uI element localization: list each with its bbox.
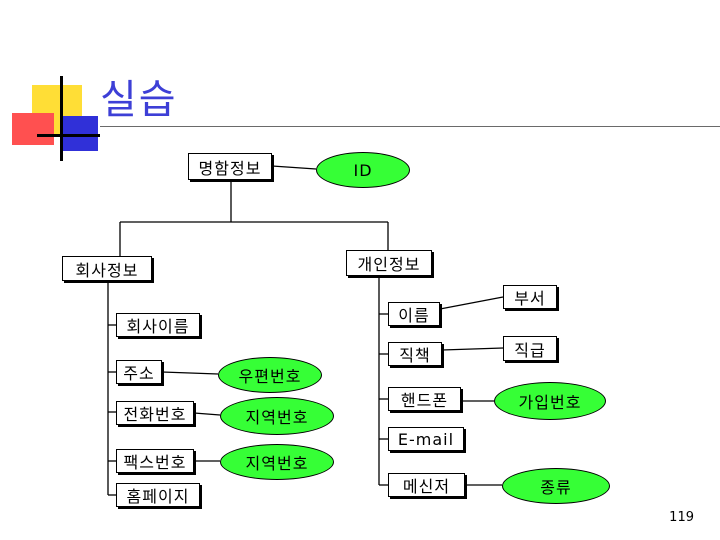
node-rank: 직급: [503, 336, 557, 361]
node-company-name: 회사이름: [116, 313, 200, 337]
node-email: E-mail: [388, 427, 464, 451]
slide-title: 실습: [100, 77, 178, 123]
decor-horizontal-line: [37, 134, 100, 137]
node-card-info: 명함정보: [188, 153, 272, 180]
node-department: 부서: [503, 285, 557, 309]
connector-position-rank: [441, 347, 504, 351]
connector-name-department: [439, 296, 504, 310]
node-position: 직책: [388, 342, 442, 366]
node-company-info: 회사정보: [62, 256, 152, 281]
title-underline: [100, 126, 720, 127]
decor-square-red: [12, 113, 54, 145]
node-id: ID: [316, 152, 410, 188]
node-fax-area-code: 지역번호: [220, 444, 334, 480]
node-phone: 전화번호: [116, 401, 194, 425]
node-messenger: 메신저: [388, 473, 465, 497]
node-personal-info: 개인정보: [346, 250, 432, 276]
decor-square-blue: [63, 116, 98, 151]
decor-vertical-line: [60, 76, 63, 161]
node-carrier-code: 가입번호: [494, 382, 606, 420]
node-mobile: 핸드폰: [388, 387, 461, 411]
connector-address-postal: [161, 371, 219, 375]
node-fax: 팩스번호: [116, 449, 194, 473]
page-number: 119: [669, 510, 694, 525]
node-homepage: 홈페이지: [116, 483, 200, 507]
node-name: 이름: [388, 302, 440, 326]
node-messenger-type: 종류: [502, 468, 610, 504]
node-phone-area-code: 지역번호: [220, 397, 334, 435]
connector-phone-area: [193, 412, 221, 416]
node-address: 주소: [116, 360, 162, 384]
node-postal-code: 우편번호: [218, 357, 322, 393]
connector-card-to-id: [271, 165, 317, 170]
